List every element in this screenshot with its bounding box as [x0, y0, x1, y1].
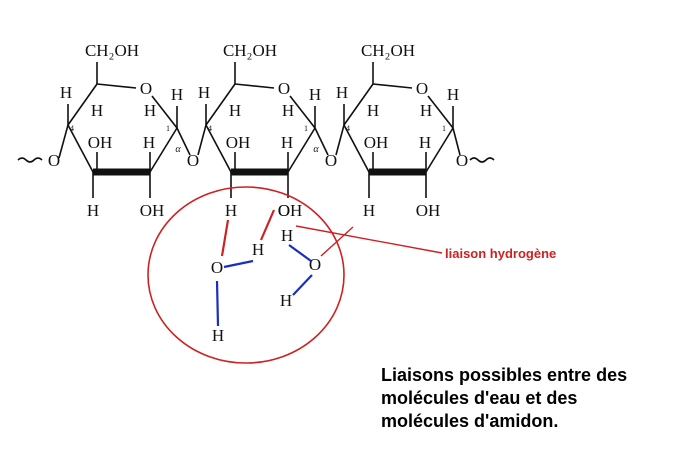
- unit-1-h-bottom: H: [87, 201, 99, 220]
- glycosidic-bond-2a: [314, 127, 329, 156]
- glycosidic-bond-2b: [335, 124, 345, 156]
- unit-2-h-c4-mid: H: [229, 101, 241, 120]
- unit-2-ring-right-upper: [289, 95, 316, 129]
- water-2-oxygen: O: [309, 255, 321, 274]
- unit-3-ring-oxygen: O: [416, 79, 428, 98]
- unit-2-c4-number: 4: [208, 124, 212, 133]
- unit-3-c4-number: 4: [346, 124, 350, 133]
- unit-2-ring-left-upper: [205, 83, 236, 126]
- interaction-circle: [147, 186, 345, 364]
- unit-2-h-c2-mid: H: [282, 101, 294, 120]
- hydrogen-bond-label: liaison hydrogène: [445, 246, 556, 261]
- chain-left-bond: [58, 124, 69, 159]
- chain-right-wavy: [469, 157, 495, 163]
- unit-3-h-c3-mid: H: [419, 133, 431, 152]
- unit-3-ring-left-lower: [343, 124, 370, 173]
- glycosidic-oxygen-2: O: [325, 151, 337, 170]
- unit-2-ring-right-lower: [287, 127, 316, 173]
- unit-2-h-c1-top: H: [309, 85, 321, 104]
- chain-right-bond: [452, 127, 461, 156]
- unit-2-h-c3-mid: H: [281, 133, 293, 152]
- hbond-2: [259, 209, 276, 241]
- unit-2-h-c5-top: H: [198, 83, 210, 102]
- water-2-h-bottom: H: [280, 291, 292, 310]
- glycosidic-bond-1b: [197, 124, 207, 156]
- alpha-label-2: α: [313, 144, 319, 155]
- unit-1-ring-left-lower: [67, 124, 94, 173]
- water-1-h-top: H: [252, 240, 264, 259]
- unit-1-h-c2-mid: H: [144, 101, 156, 120]
- chain-right-oxygen: O: [456, 151, 468, 170]
- unit-1-h-c4-mid: H: [91, 101, 103, 120]
- unit-3-ring-left-upper: [343, 83, 374, 126]
- unit-3-h-c2-mid: H: [420, 101, 432, 120]
- water-2-h-top: H: [281, 226, 293, 245]
- unit-1-ch2oh-label: CH₂OH: [85, 41, 139, 60]
- unit-2-ring-top-right: [234, 83, 275, 89]
- unit-3-h-c1-top: H: [447, 85, 459, 104]
- unit-1-ring-left-upper: [67, 83, 98, 126]
- unit-3-oh-c3-mid: OH: [364, 133, 389, 152]
- chain-left-oxygen: O: [48, 151, 60, 170]
- unit-3-h-c4-mid: H: [367, 101, 379, 120]
- unit-1-oh-bottom: OH: [140, 201, 165, 220]
- unit-1-ring-right-lower: [149, 127, 178, 173]
- unit-1-ring-right-upper: [151, 95, 178, 129]
- unit-2-oh-c3-mid: OH: [226, 133, 251, 152]
- water-2-bond-top: [288, 244, 312, 262]
- unit-3-ring-right-upper: [427, 95, 454, 129]
- unit-1-ring-oxygen: O: [140, 79, 152, 98]
- water-2-bond-bottom: [292, 274, 313, 296]
- unit-3-h-c5-top: H: [336, 83, 348, 102]
- unit-1-c1-number: 1: [166, 124, 170, 133]
- unit-2-ring-oxygen: O: [278, 79, 290, 98]
- caption-line-3: molécules d'amidon.: [381, 411, 559, 431]
- hbond-1: [220, 219, 230, 257]
- water-1-h-bottom: H: [212, 326, 224, 345]
- unit-2-bottom-oxygen: O: [278, 201, 290, 220]
- unit-1-h-c5-top: H: [60, 83, 72, 102]
- unit-1-h-c1-top: H: [171, 85, 183, 104]
- caption: Liaisons possibles entre des molécules d…: [381, 364, 671, 433]
- unit-2-ring-left-lower: [205, 124, 232, 173]
- unit-1-ring-top-right: [96, 83, 137, 89]
- chain-left-wavy: [17, 157, 43, 163]
- caption-line-2: molécules d'eau et des: [381, 388, 578, 408]
- glycosidic-oxygen-1: O: [187, 151, 199, 170]
- unit-3-oh-bottom: OH: [416, 201, 441, 220]
- unit-2-h-bottom: H: [225, 201, 237, 220]
- water-1-oxygen: O: [211, 258, 223, 277]
- glycosidic-bond-1a: [176, 127, 191, 156]
- alpha-label-1: α: [175, 144, 181, 155]
- hbond-3: [320, 226, 354, 257]
- unit-3-c1-number: 1: [442, 124, 446, 133]
- unit-1-c4-number: 4: [70, 124, 74, 133]
- hbond-pointer: [295, 225, 443, 254]
- unit-3-ring-top-right: [372, 83, 413, 89]
- water-1-bond-bottom: [215, 280, 220, 327]
- unit-2-oh-bottom: OH: [278, 201, 303, 220]
- water-1-bond-top: [223, 259, 254, 269]
- unit-2-ch2oh-label: CH₂OH: [223, 41, 277, 60]
- unit-1-oh-c3-mid: OH: [88, 133, 113, 152]
- unit-3-ch2oh-label: CH₂OH: [361, 41, 415, 60]
- unit-3-h-bottom: H: [363, 201, 375, 220]
- unit-3-ring-right-lower: [425, 127, 454, 173]
- caption-line-1: Liaisons possibles entre des: [381, 365, 628, 385]
- unit-1-h-c3-mid: H: [143, 133, 155, 152]
- unit-2-c1-number: 1: [304, 124, 308, 133]
